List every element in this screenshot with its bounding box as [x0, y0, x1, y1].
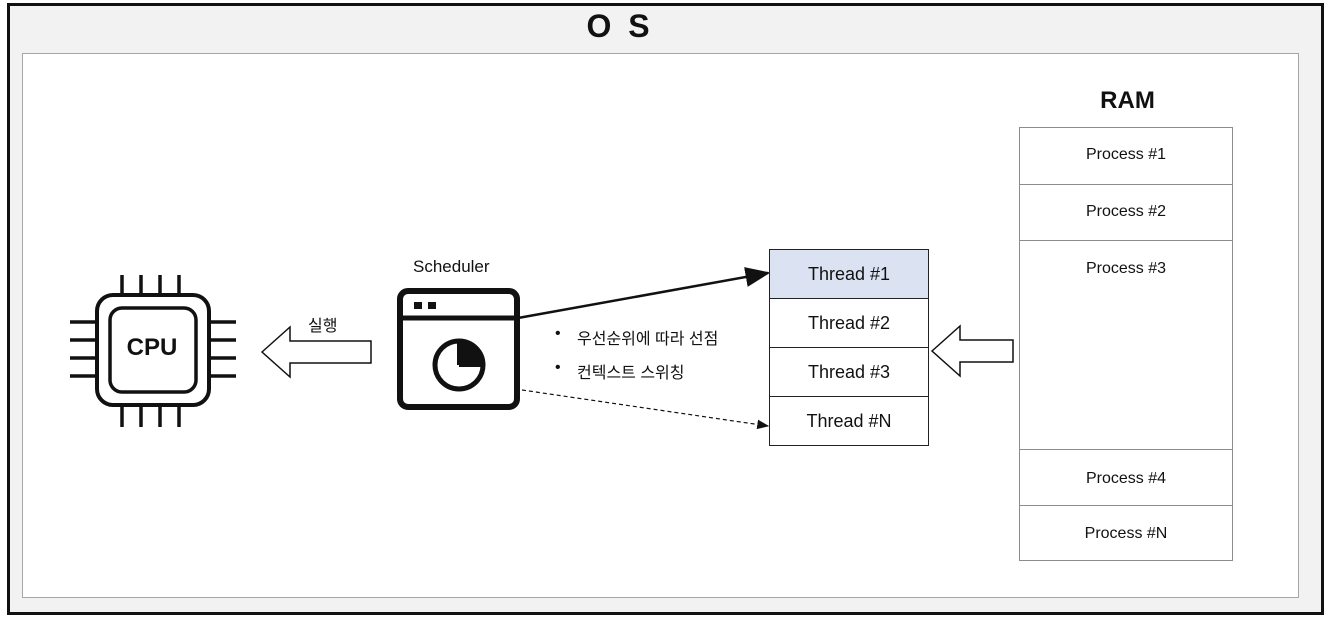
process-item: Process #4 [1085, 470, 1167, 487]
process-item: Process #1 [1085, 146, 1167, 163]
process-divider [1020, 449, 1232, 450]
thread-item: Thread #2 [769, 299, 929, 348]
scheduler-label: Scheduler [413, 257, 490, 276]
scheduler-note: •우선순위에 따라 선점 [555, 325, 719, 348]
scheduler-notes: •우선순위에 따라 선점 •컨텍스트 스위칭 [555, 325, 718, 393]
process-divider [1020, 240, 1232, 241]
process-item: Process #2 [1085, 203, 1167, 220]
scheduler-window-pie-icon [397, 288, 520, 410]
ram-box: Process #1 Process #2 Process #3 Process… [1019, 127, 1233, 561]
execute-label: 실행 [308, 318, 338, 335]
scheduler-note: •컨텍스트 스위칭 [555, 359, 685, 382]
process-divider [1020, 505, 1232, 506]
cpu-chip-icon [70, 275, 236, 427]
os-title: O S [586, 8, 654, 44]
ram-title: RAM [1100, 87, 1155, 114]
cpu-label: CPU [126, 334, 178, 361]
schedule-arrow-thread-1 [517, 267, 771, 320]
thread-item: Thread #3 [769, 348, 929, 397]
execute-arrow [260, 325, 372, 379]
schedule-arrow-thread-n [521, 389, 770, 430]
thread-item: Thread #N [769, 397, 929, 446]
process-item: Process #N [1084, 525, 1168, 542]
process-item: Process #3 [1085, 260, 1167, 277]
load-threads-arrow [930, 324, 1014, 378]
thread-queue: Thread #1 Thread #2 Thread #3 Thread #N [769, 249, 929, 446]
process-divider [1020, 184, 1232, 185]
thread-item: Thread #1 [769, 249, 929, 299]
